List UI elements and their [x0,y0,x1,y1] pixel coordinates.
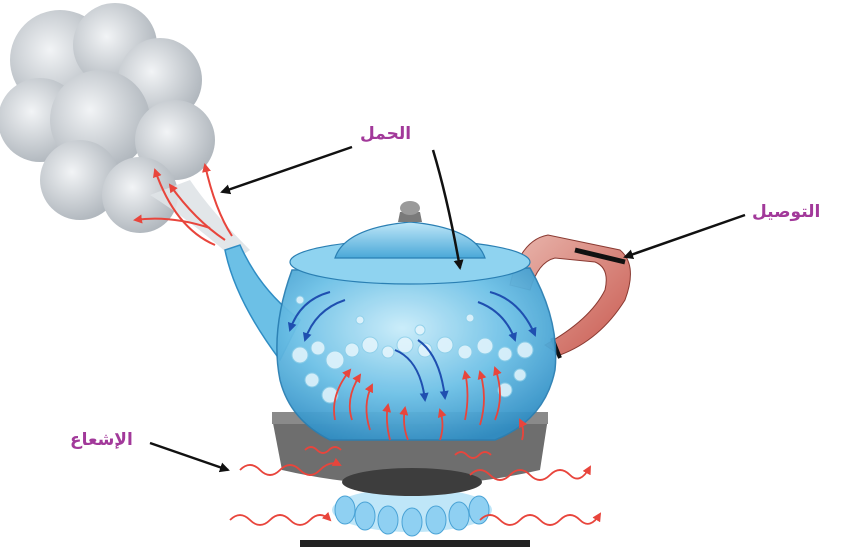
radiation-pointer [150,443,228,470]
convection-label: الحمل [360,124,411,144]
conduction-label: التوصيل [752,202,820,222]
radiation-label: الإشعاع [70,430,133,450]
convection-pointer-steam [222,147,352,192]
steam-cloud [0,3,250,260]
kettle-lid [290,201,530,284]
conduction-pointer [625,215,745,257]
